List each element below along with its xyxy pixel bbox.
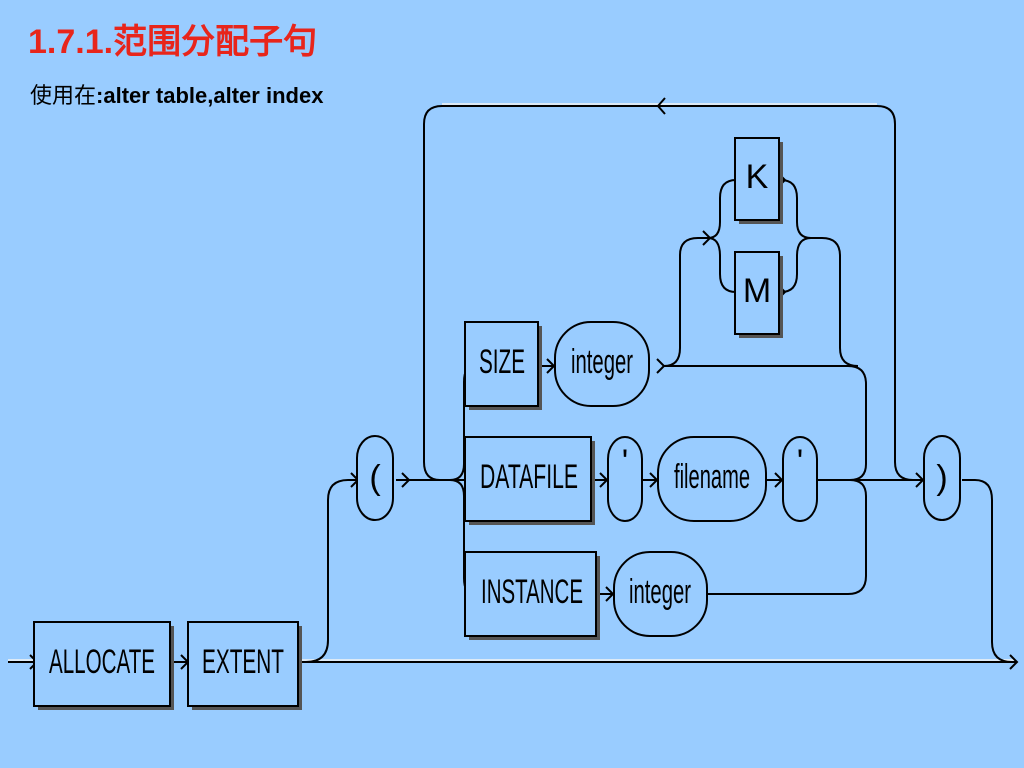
instance-integer-oval: integer	[613, 551, 708, 637]
instance-integer: integer	[629, 573, 691, 611]
size-box: SIZE	[464, 321, 542, 410]
option-branches	[449, 358, 925, 602]
paren-branch	[305, 472, 1013, 663]
open-paren-oval: (	[356, 435, 394, 521]
extent-keyword: EXTENT	[202, 643, 284, 681]
k-box: K	[734, 137, 783, 224]
quote-close-oval: '	[782, 436, 818, 522]
repeat-loop	[423, 97, 914, 481]
close-paren: )	[936, 459, 947, 497]
close-paren-oval: )	[923, 435, 961, 521]
slide-title: 1.7.1.范围分配子句	[28, 23, 318, 61]
quote-open-oval: '	[607, 436, 643, 522]
extent-box: EXTENT	[187, 621, 302, 710]
open-paren: (	[369, 459, 381, 497]
instance-keyword: INSTANCE	[481, 573, 583, 611]
datafile-keyword: DATAFILE	[480, 458, 578, 496]
allocate-keyword: ALLOCATE	[49, 643, 155, 681]
k-keyword: K	[746, 158, 769, 196]
size-keyword: SIZE	[479, 343, 525, 381]
m-box: M	[734, 251, 783, 338]
size-integer: integer	[571, 343, 633, 381]
allocate-box: ALLOCATE	[33, 621, 174, 710]
m-keyword: M	[743, 272, 771, 310]
quote-open: '	[622, 443, 629, 481]
instance-box: INSTANCE	[464, 551, 600, 640]
subtitle-keywords: :alter table,alter index	[96, 83, 324, 108]
slide-subtitle: 使用在:alter table,alter index	[30, 78, 323, 110]
datafile-box: DATAFILE	[464, 436, 595, 525]
size-integer-oval: integer	[554, 321, 650, 407]
quote-close: '	[797, 443, 804, 481]
filename-oval: filename	[657, 436, 767, 522]
subtitle-prefix: 使用在	[30, 83, 97, 108]
filename-term: filename	[674, 458, 750, 496]
unit-branch	[663, 172, 859, 367]
